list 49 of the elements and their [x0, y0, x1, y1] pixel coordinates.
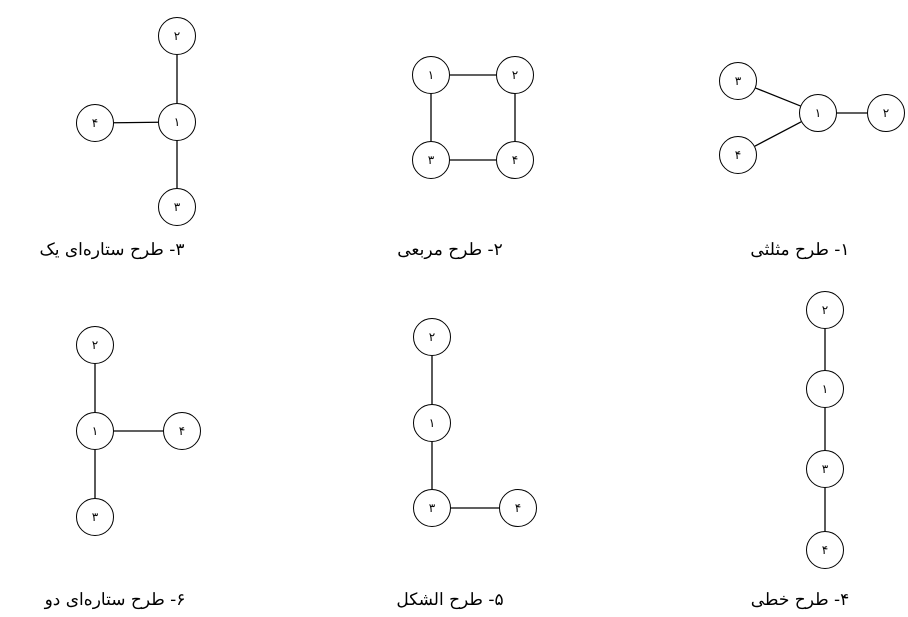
node-circle: ۴ [719, 136, 757, 174]
caption-text: ۱- طرح مثلثی [750, 240, 850, 260]
node-circle: ۴ [499, 489, 537, 527]
node-circle: ۴ [163, 412, 201, 450]
connector-line [514, 94, 516, 141]
node-circle: ۲ [806, 291, 844, 329]
node-circle: ۳ [76, 498, 114, 536]
node-circle: ۳ [806, 450, 844, 488]
connector-line [755, 87, 801, 107]
connector-line [754, 121, 802, 147]
node-circle: ۲ [158, 17, 196, 55]
connector-line [837, 112, 867, 114]
caption-text: ۳- طرح ستاره‌ای یک [39, 240, 185, 260]
node-circle: ۱ [799, 94, 837, 132]
node-circle: ۴ [496, 141, 534, 179]
connector-line [450, 74, 496, 76]
connector-line [431, 442, 433, 489]
node-circle: ۴ [806, 531, 844, 569]
node-circle: ۳ [413, 489, 451, 527]
node-circle: ۲ [496, 56, 534, 94]
node-circle: ۲ [76, 326, 114, 364]
node-circle: ۴ [76, 104, 114, 142]
node-circle: ۱ [158, 103, 196, 141]
connector-line [824, 408, 826, 450]
node-circle: ۲ [413, 318, 451, 356]
connector-line [431, 356, 433, 404]
node-circle: ۳ [412, 141, 450, 179]
connector-line [451, 507, 499, 509]
node-circle: ۱ [76, 412, 114, 450]
connector-line [94, 450, 96, 498]
caption-text: ۵- طرح الشکل [396, 590, 504, 610]
connector-line [114, 430, 163, 432]
node-circle: ۱ [413, 404, 451, 442]
node-circle: ۳ [158, 188, 196, 226]
connector-line [824, 329, 826, 370]
caption-text: ۲- طرح مربعی [397, 240, 503, 260]
caption-text: ۴- طرح خطی [750, 590, 850, 610]
connector-line [430, 94, 432, 141]
node-circle: ۳ [719, 62, 757, 100]
connector-line [824, 488, 826, 531]
connector-line [176, 55, 178, 103]
connector-line [114, 122, 158, 124]
connector-line [94, 364, 96, 412]
node-circle: ۱ [806, 370, 844, 408]
caption-text: ۶- طرح ستاره‌ای دو [44, 590, 186, 610]
node-circle: ۲ [867, 94, 905, 132]
node-circle: ۱ [412, 56, 450, 94]
connector-line [176, 141, 178, 188]
connector-line [450, 159, 496, 161]
